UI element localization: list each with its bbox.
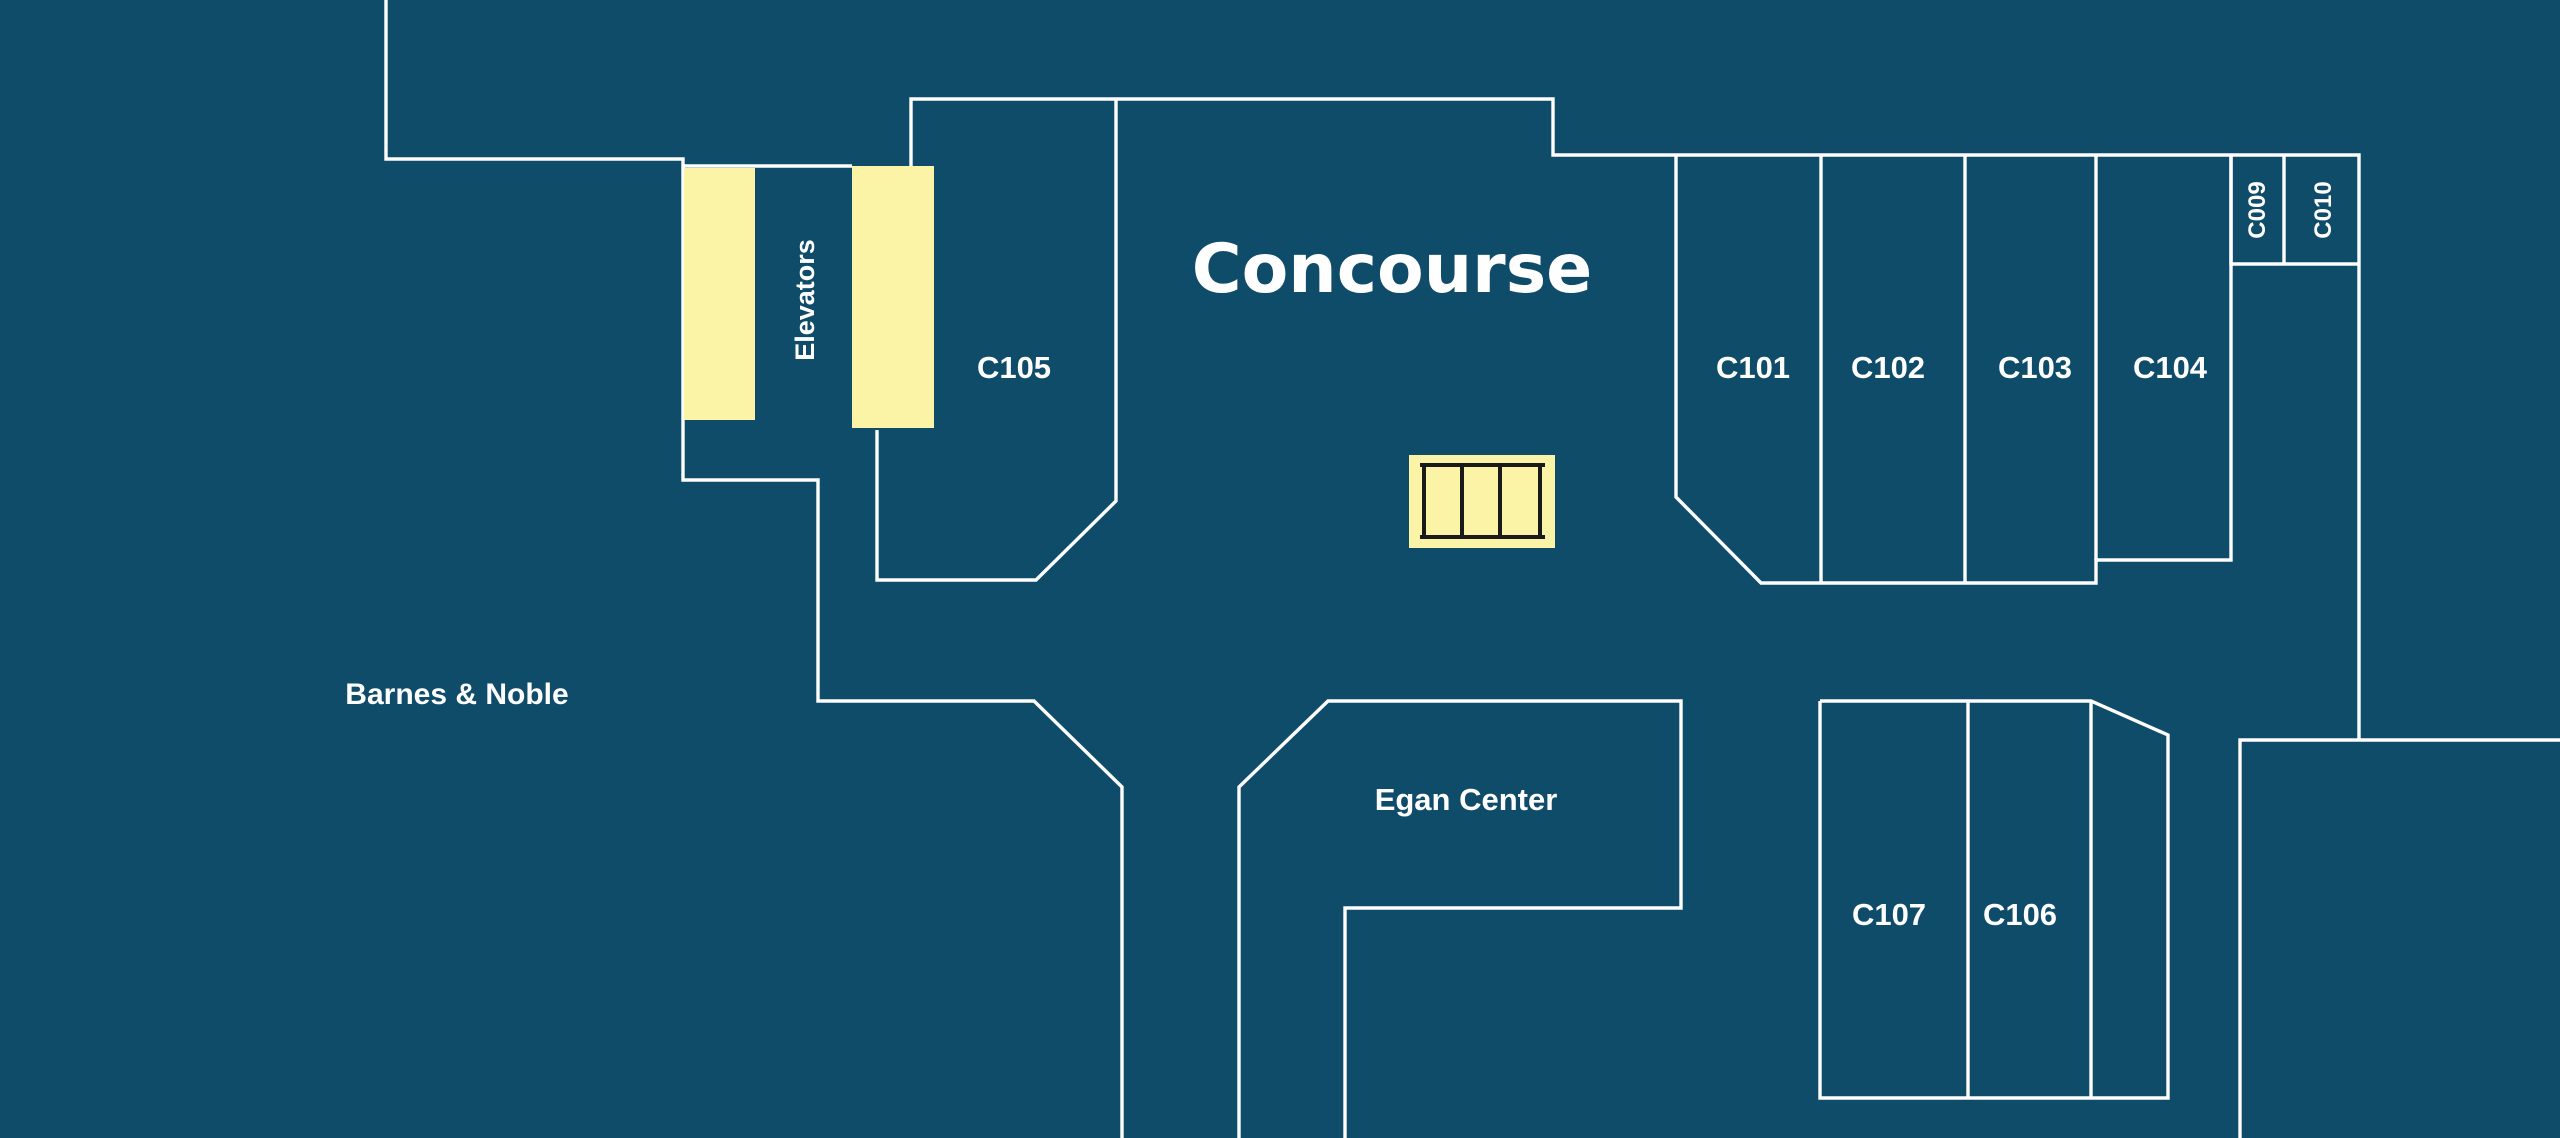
concourse-top-wall: [909, 97, 2361, 740]
concourse-title: Concourse: [1192, 230, 1593, 309]
room-c107-label: C107: [1852, 897, 1926, 932]
room-c101-label: C101: [1716, 350, 1790, 385]
barnes-noble-label: Barnes & Noble: [345, 678, 568, 711]
elevator-car-left: [684, 168, 755, 420]
far-right-room-outline: [2238, 738, 2560, 1138]
shops-lower-outline: [1818, 699, 2170, 1100]
room-c105-outline: [875, 99, 1118, 582]
room-c010-label: C010: [2310, 181, 2337, 238]
room-c106-label: C106: [1983, 897, 2057, 932]
room-c009-c010-outline: [2229, 155, 2359, 266]
barnes-noble-boundary: [384, 0, 1124, 1138]
room-c102-label: C102: [1851, 350, 1925, 385]
stairs-icon: [1409, 455, 1555, 548]
room-c009-label: C009: [2244, 181, 2271, 238]
egan-center-outline: [1237, 699, 1683, 1138]
egan-center-label: Egan Center: [1375, 782, 1558, 817]
elevator-car-right: [852, 166, 934, 428]
room-c105-label: C105: [977, 350, 1051, 385]
shops-upper-outline: [1674, 155, 2233, 585]
elevators-label: Elevators: [790, 239, 820, 361]
room-c104-label: C104: [2133, 350, 2208, 385]
room-c103-label: C103: [1998, 350, 2072, 385]
